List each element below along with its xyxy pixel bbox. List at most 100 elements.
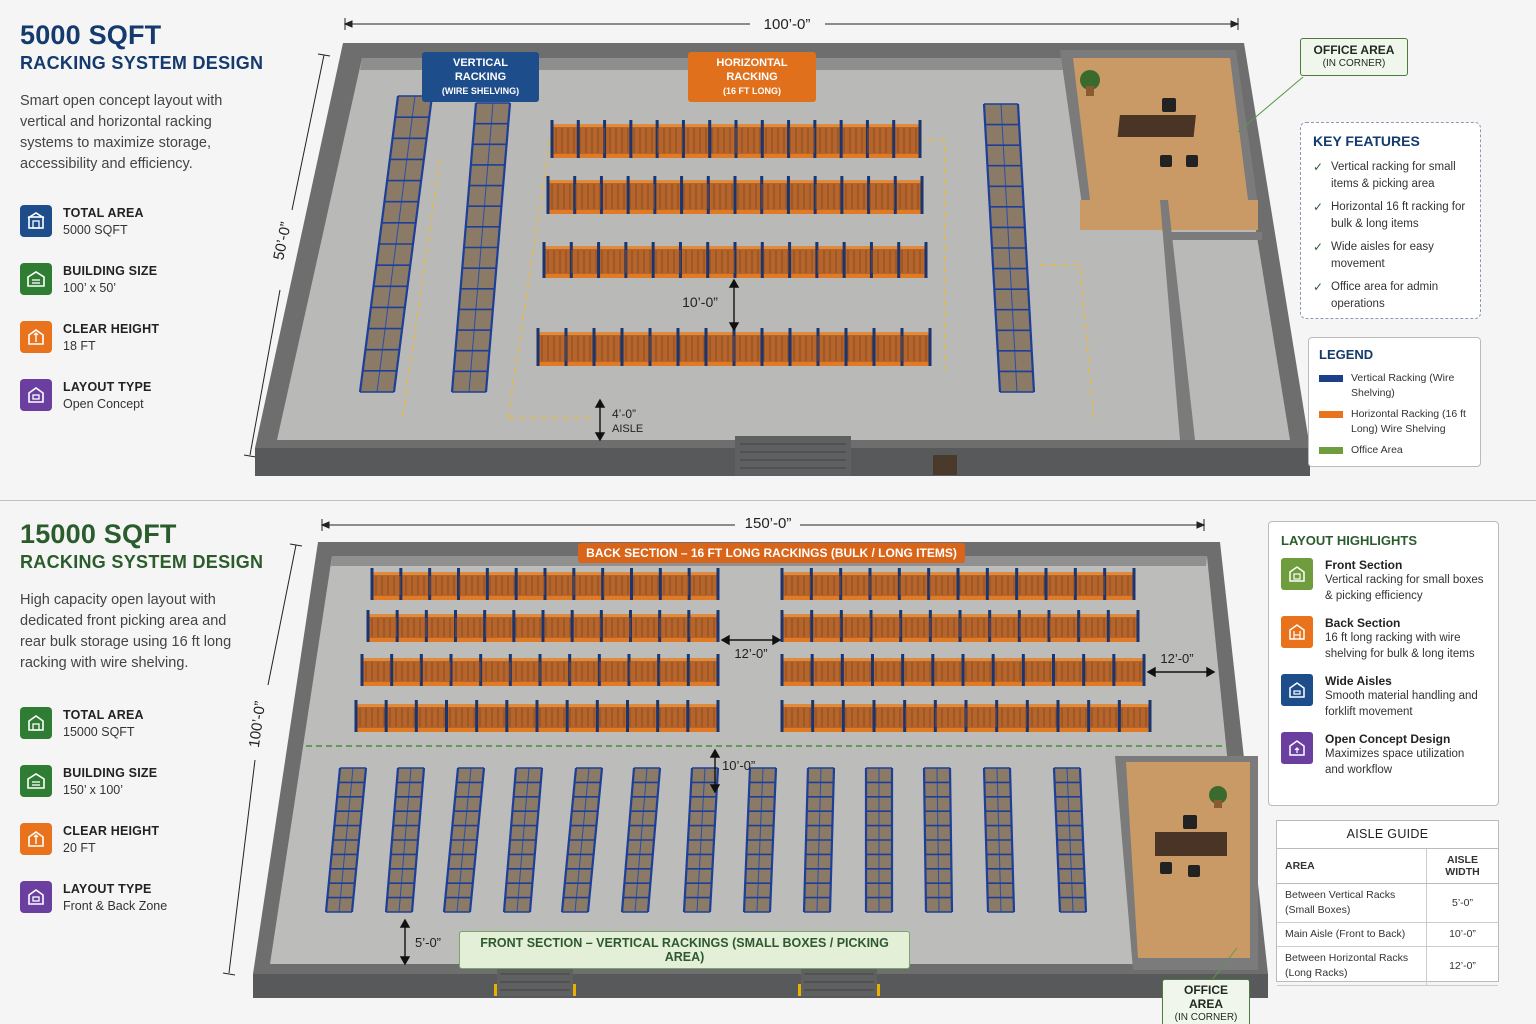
table-row: Between Horizontal Racks (Long Racks) 12… — [1277, 946, 1498, 986]
forklift-icon — [1281, 674, 1313, 706]
check-icon: ✓ — [1313, 160, 1324, 174]
top-floor-plan: 100’-0” 50’-0” 10’-0” — [243, 16, 1310, 476]
highlight-text: Maximizes space utilization and workflow — [1325, 748, 1465, 776]
vertical-rack — [450, 102, 512, 393]
horizontal-rack — [780, 700, 1152, 732]
legend-panel: LEGEND Vertical Racking (Wire Shelving) … — [1308, 337, 1481, 467]
legend-item: Vertical Racking (Wire Shelving) — [1319, 371, 1470, 401]
callout-sub: (WIRE SHELVING) — [441, 86, 520, 96]
callout-title: VERTICAL RACKING — [453, 57, 508, 83]
top-header: 5000 SQFT RACKING SYSTEM DESIGN — [20, 20, 263, 74]
callout-sub: (IN CORNER) — [1174, 1012, 1238, 1023]
stat-label: CLEAR HEIGHT — [63, 321, 160, 336]
height-icon — [20, 823, 52, 855]
aisle-guide-panel: AISLE GUIDE AREA AISLE WIDTH Between Ver… — [1276, 820, 1499, 986]
stat-value: Open Concept — [63, 396, 144, 411]
legend-swatch — [1319, 411, 1343, 418]
top-side-aisle-label: 4’-0” — [612, 407, 636, 421]
rack-icon — [1281, 616, 1313, 648]
vertical-rack — [682, 767, 720, 913]
stat-value: 15000 SQFT — [63, 724, 135, 739]
highlight-text: 16 ft long racking with wire shelving fo… — [1325, 632, 1475, 660]
callout-sub: (IN CORNER) — [1322, 58, 1386, 69]
bottom-width-label: 150’-0” — [745, 515, 792, 532]
aisle-guide-title: AISLE GUIDE — [1346, 827, 1429, 841]
bottom-dock-doors — [494, 966, 880, 996]
top-office — [1060, 50, 1262, 440]
stat-clear-height: CLEAR HEIGHT 20 FT — [20, 823, 167, 855]
bottom-subtitle: RACKING SYSTEM DESIGN — [20, 552, 264, 572]
top-width-label: 100’-0” — [764, 16, 811, 33]
top-depth-label: 50’-0” — [270, 221, 295, 262]
top-vertical-racks — [358, 95, 1036, 393]
horizontal-rack — [360, 654, 720, 686]
highlight-back-section: Back Section 16 ft long racking with wire… — [1281, 616, 1486, 662]
highlight-title: Back Section — [1325, 616, 1401, 630]
key-feature-item: ✓Wide aisles for easy movement — [1313, 239, 1468, 273]
height-icon — [20, 321, 52, 353]
key-features-title: KEY FEATURES — [1313, 133, 1420, 149]
vertical-racking-callout: VERTICAL RACKING (WIRE SHELVING) — [422, 52, 539, 102]
check-icon: ✓ — [1313, 280, 1324, 294]
bottom-main-aisle-marker — [709, 748, 721, 794]
top-office-callout: OFFICE AREA (IN CORNER) — [1300, 38, 1408, 76]
stat-label: BUILDING SIZE — [63, 263, 158, 278]
stat-value: 20 FT — [63, 840, 96, 855]
table-row: Main Aisle (Front to Back) 10’-0” — [1277, 922, 1498, 947]
top-aisle-word: AISLE — [612, 423, 643, 435]
horizontal-racking-callout: HORIZONTAL RACKING (16 FT LONG) — [688, 52, 816, 102]
vertical-rack — [982, 767, 1016, 913]
bottom-center-aisle-marker — [720, 634, 782, 646]
top-main-aisle-marker — [728, 278, 740, 332]
plant-icon — [1209, 786, 1227, 804]
vertical-rack — [442, 767, 486, 913]
vertical-rack — [982, 103, 1036, 393]
horizontal-rack — [780, 568, 1136, 600]
back-section-banner: BACK SECTION – 16 FT LONG RACKINGS (BULK… — [578, 543, 965, 563]
vertical-rack — [1052, 767, 1088, 913]
aisle-guide-col-area: AREA — [1277, 848, 1427, 884]
top-title: 5000 SQFT — [20, 20, 162, 50]
highlight-title: Wide Aisles — [1325, 674, 1392, 688]
bottom-depth-label: 100’-0” — [246, 700, 269, 749]
bottom-right-aisle-marker — [1146, 666, 1216, 678]
office-leader-line — [1211, 947, 1238, 981]
vertical-rack — [742, 767, 778, 913]
bottom-office-callout: OFFICE AREA (IN CORNER) — [1162, 979, 1250, 1024]
vertical-rack — [358, 95, 434, 393]
bottom-front-aisle-label: 5’-0” — [415, 935, 441, 950]
top-dock-door — [735, 436, 957, 476]
key-feature-item: ✓Horizontal 16 ft racking for bulk & lon… — [1313, 199, 1468, 233]
building-icon — [20, 263, 52, 295]
key-features-panel: KEY FEATURES ✓Vertical racking for small… — [1300, 122, 1481, 319]
callout-title: OFFICE AREA — [1313, 43, 1395, 57]
aisle-guide-col-width: AISLE WIDTH — [1426, 848, 1498, 884]
vertical-rack — [384, 767, 426, 913]
vertical-rack — [864, 767, 894, 913]
highlight-text: Smooth material handling and forklift mo… — [1325, 690, 1478, 718]
stat-value: Front & Back Zone — [63, 898, 168, 913]
horizontal-rack — [780, 654, 1146, 686]
vertical-rack — [620, 767, 662, 913]
vertical-rack — [560, 767, 604, 913]
top-intro: Smart open concept layout with vertical … — [20, 93, 223, 172]
highlight-title: Open Concept Design — [1325, 732, 1451, 746]
stat-label: LAYOUT TYPE — [63, 881, 152, 896]
stat-label: CLEAR HEIGHT — [63, 823, 160, 838]
legend-item: Office Area — [1319, 443, 1470, 458]
top-side-aisle-marker — [594, 398, 606, 442]
legend-swatch — [1319, 375, 1343, 382]
horizontal-rack — [370, 568, 720, 600]
bottom-main-aisle-label: 10’-0” — [722, 758, 755, 773]
building-icon — [20, 765, 52, 797]
legend-item: Horizontal Racking (16 ft Long) Wire She… — [1319, 407, 1470, 437]
key-feature-item: ✓Office area for admin operations — [1313, 279, 1468, 313]
highlight-text: Vertical racking for small boxes & picki… — [1325, 574, 1484, 602]
